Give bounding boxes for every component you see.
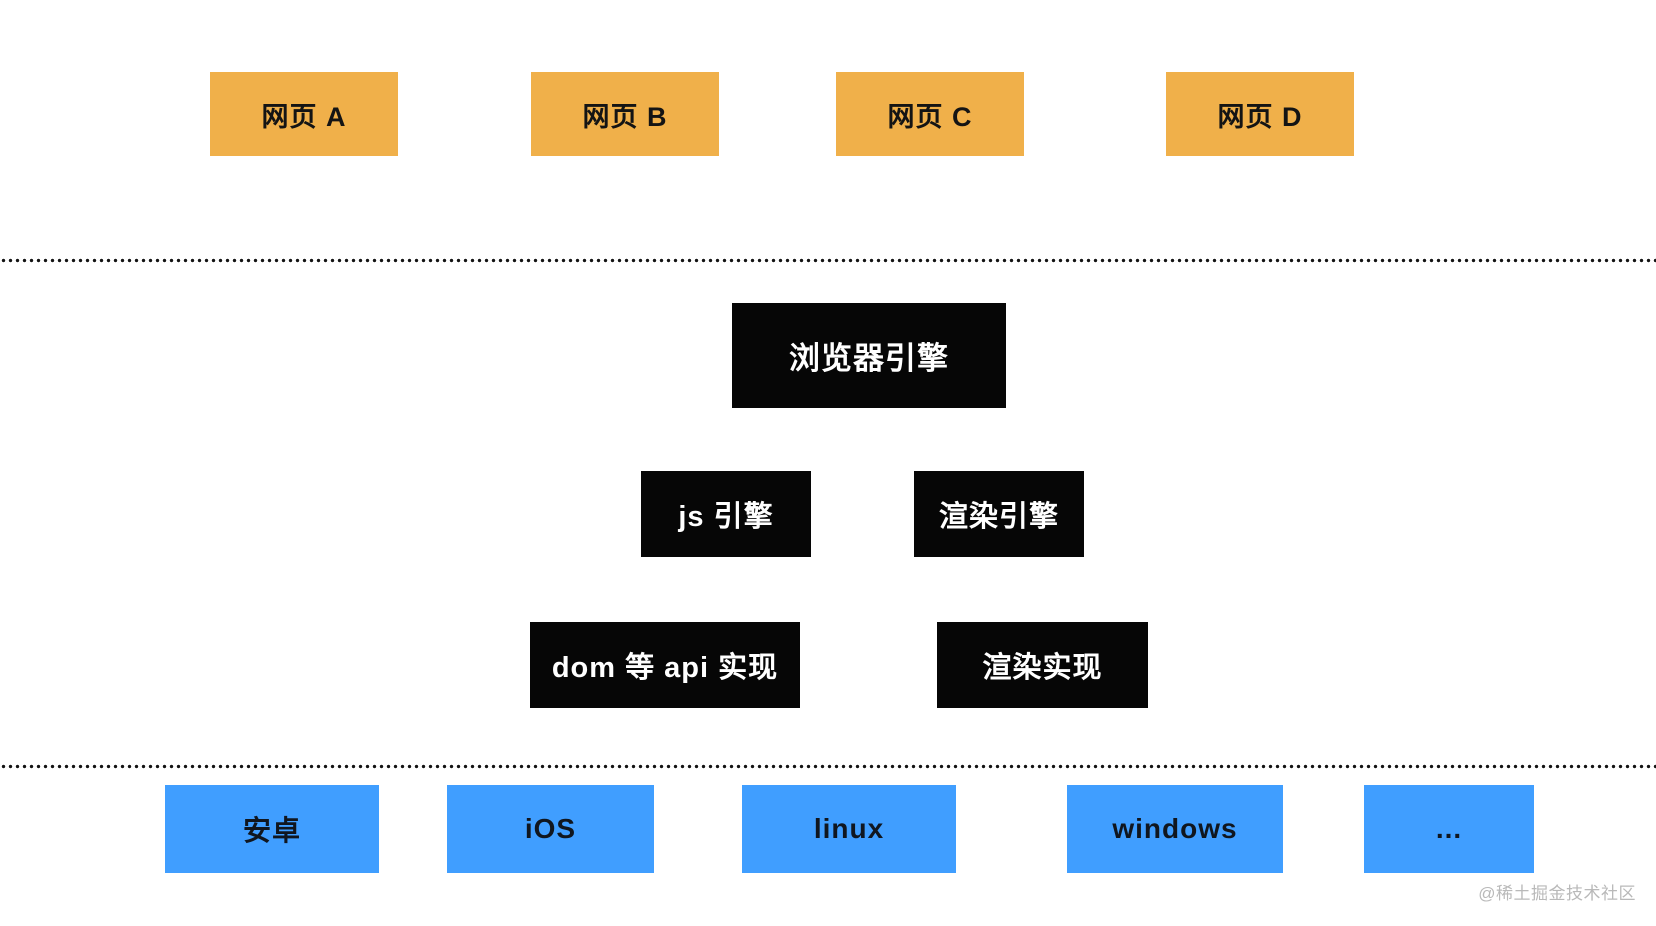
web-page-a-box: 网页 A bbox=[210, 72, 398, 156]
web-page-d-box: 网页 D bbox=[1166, 72, 1354, 156]
browser-engine-box: 浏览器引擎 bbox=[732, 303, 1006, 408]
platform-ios-box: iOS bbox=[447, 785, 654, 873]
web-page-c-box: 网页 C bbox=[836, 72, 1024, 156]
render-implementation-box: 渲染实现 bbox=[937, 622, 1148, 708]
dom-api-implementation-box: dom 等 api 实现 bbox=[530, 622, 800, 708]
platform-more-box: ... bbox=[1364, 785, 1534, 873]
js-engine-box: js 引擎 bbox=[641, 471, 811, 557]
platform-linux-box: linux bbox=[742, 785, 956, 873]
platform-windows-box: windows bbox=[1067, 785, 1283, 873]
web-page-b-box: 网页 B bbox=[531, 72, 719, 156]
dotted-separator-top bbox=[0, 258, 1656, 263]
platform-android-box: 安卓 bbox=[165, 785, 379, 873]
juejin-watermark: @稀土掘金技术社区 bbox=[1478, 884, 1636, 903]
dotted-separator-bottom bbox=[0, 764, 1656, 769]
render-engine-box: 渲染引擎 bbox=[914, 471, 1084, 557]
